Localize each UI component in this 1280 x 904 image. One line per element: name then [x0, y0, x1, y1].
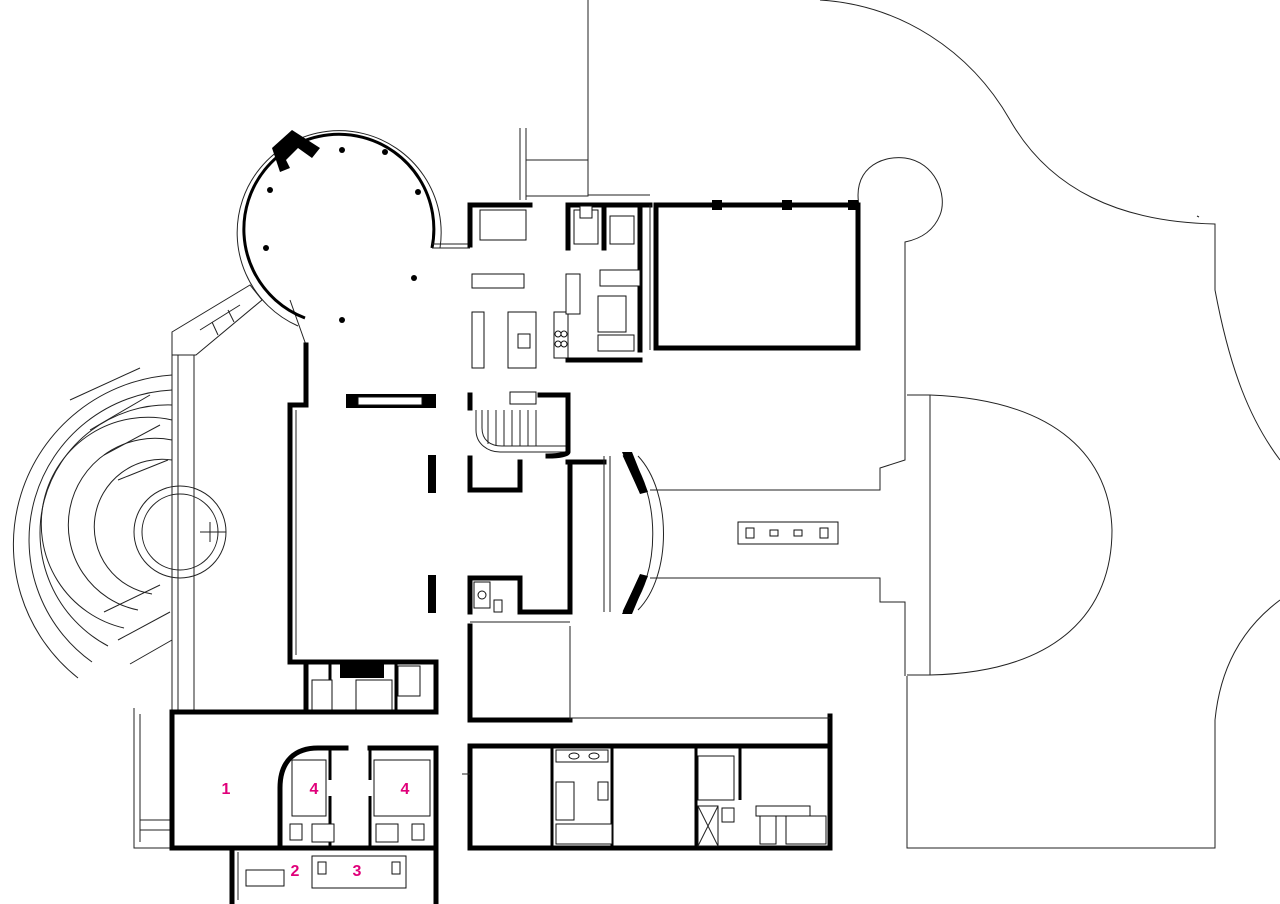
amphitheater-terraces	[12, 284, 263, 679]
south-wing	[462, 713, 833, 851]
room-label-4-left: 4	[310, 781, 319, 798]
kitchen-core	[467, 128, 653, 411]
great-hall	[287, 342, 439, 715]
room-label-2: 2	[291, 863, 300, 880]
south-service	[467, 575, 573, 723]
room-label-4-right: 4	[401, 781, 410, 798]
master-suite	[133, 708, 439, 904]
west-colonnade	[171, 299, 307, 710]
site-boundary	[587, 0, 1280, 849]
round-pavilion	[236, 130, 470, 327]
east-curved-bay	[603, 452, 664, 614]
room-label-3: 3	[353, 863, 362, 880]
main-stair	[467, 407, 607, 615]
room-labels: 1 4 4 2 3	[222, 781, 410, 880]
terrace-bench	[737, 521, 839, 545]
room-label-1: 1	[222, 781, 231, 798]
east-wing	[649, 200, 861, 351]
